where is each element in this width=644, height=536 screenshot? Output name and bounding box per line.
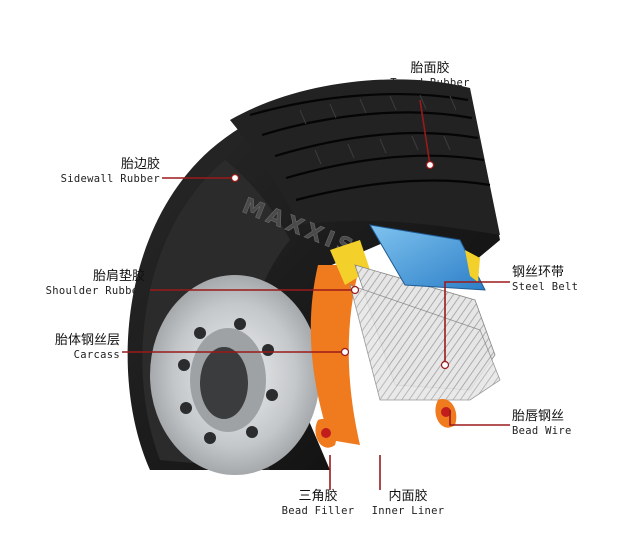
- label-carcass: 胎体钢丝层 Carcass: [20, 333, 120, 361]
- tread-grooves: [249, 93, 491, 202]
- label-inner-liner-zh: 内面胶: [388, 489, 428, 504]
- label-bead-filler-zh: 三角胶: [298, 489, 338, 504]
- carcass-layer-2: [349, 284, 501, 401]
- inner-liner-layer: [310, 265, 360, 445]
- label-steel-belt-en: Steel Belt: [512, 280, 579, 293]
- label-carcass-en: Carcass: [73, 348, 120, 361]
- label-steel-belt-zh: 钢丝环带: [512, 265, 565, 280]
- tread-sipes: [299, 94, 457, 165]
- bead-wire-right: [441, 407, 451, 417]
- label-shoulder-rubber-en: Shoulder Rubber: [45, 284, 145, 297]
- label-bead-wire-en: Bead Wire: [512, 424, 572, 437]
- label-tread-rubber-zh: 胎面胶: [410, 61, 450, 76]
- label-sidewall-rubber-en: Sidewall Rubber: [60, 172, 160, 185]
- label-sidewall-rubber-zh: 胎边胶: [120, 157, 160, 172]
- label-tread-rubber-en: Tread Rubber: [390, 76, 470, 89]
- leader-lines: [122, 99, 510, 490]
- label-tread-rubber: 胎面胶 Tread Rubber: [370, 61, 490, 89]
- label-bead-wire-zh: 胎唇钢丝: [512, 409, 565, 424]
- hub-bore: [200, 347, 248, 419]
- label-steel-belt: 钢丝环带 Steel Belt: [512, 265, 622, 293]
- steel-belt-layer: [369, 224, 486, 291]
- label-carcass-zh: 胎体钢丝层: [54, 333, 120, 348]
- label-shoulder-rubber: 胎肩垫胶 Shoulder Rubber: [20, 269, 145, 297]
- label-inner-liner-en: Inner Liner: [371, 504, 445, 517]
- label-bead-wire: 胎唇钢丝 Bead Wire: [512, 409, 622, 437]
- label-bead-filler: 三角胶 Bead Filler: [268, 489, 368, 517]
- leader-dots: [230, 160, 450, 370]
- tread-surface: [230, 79, 500, 236]
- label-shoulder-rubber-zh: 胎肩垫胶: [92, 269, 145, 284]
- label-sidewall-rubber: 胎边胶 Sidewall Rubber: [40, 157, 160, 185]
- label-bead-filler-en: Bead Filler: [281, 504, 355, 517]
- label-inner-liner: 内面胶 Inner Liner: [358, 489, 458, 517]
- bead-wire-left: [321, 428, 331, 438]
- lug-holes: [178, 318, 278, 444]
- yellow-belt-edge: [465, 250, 480, 282]
